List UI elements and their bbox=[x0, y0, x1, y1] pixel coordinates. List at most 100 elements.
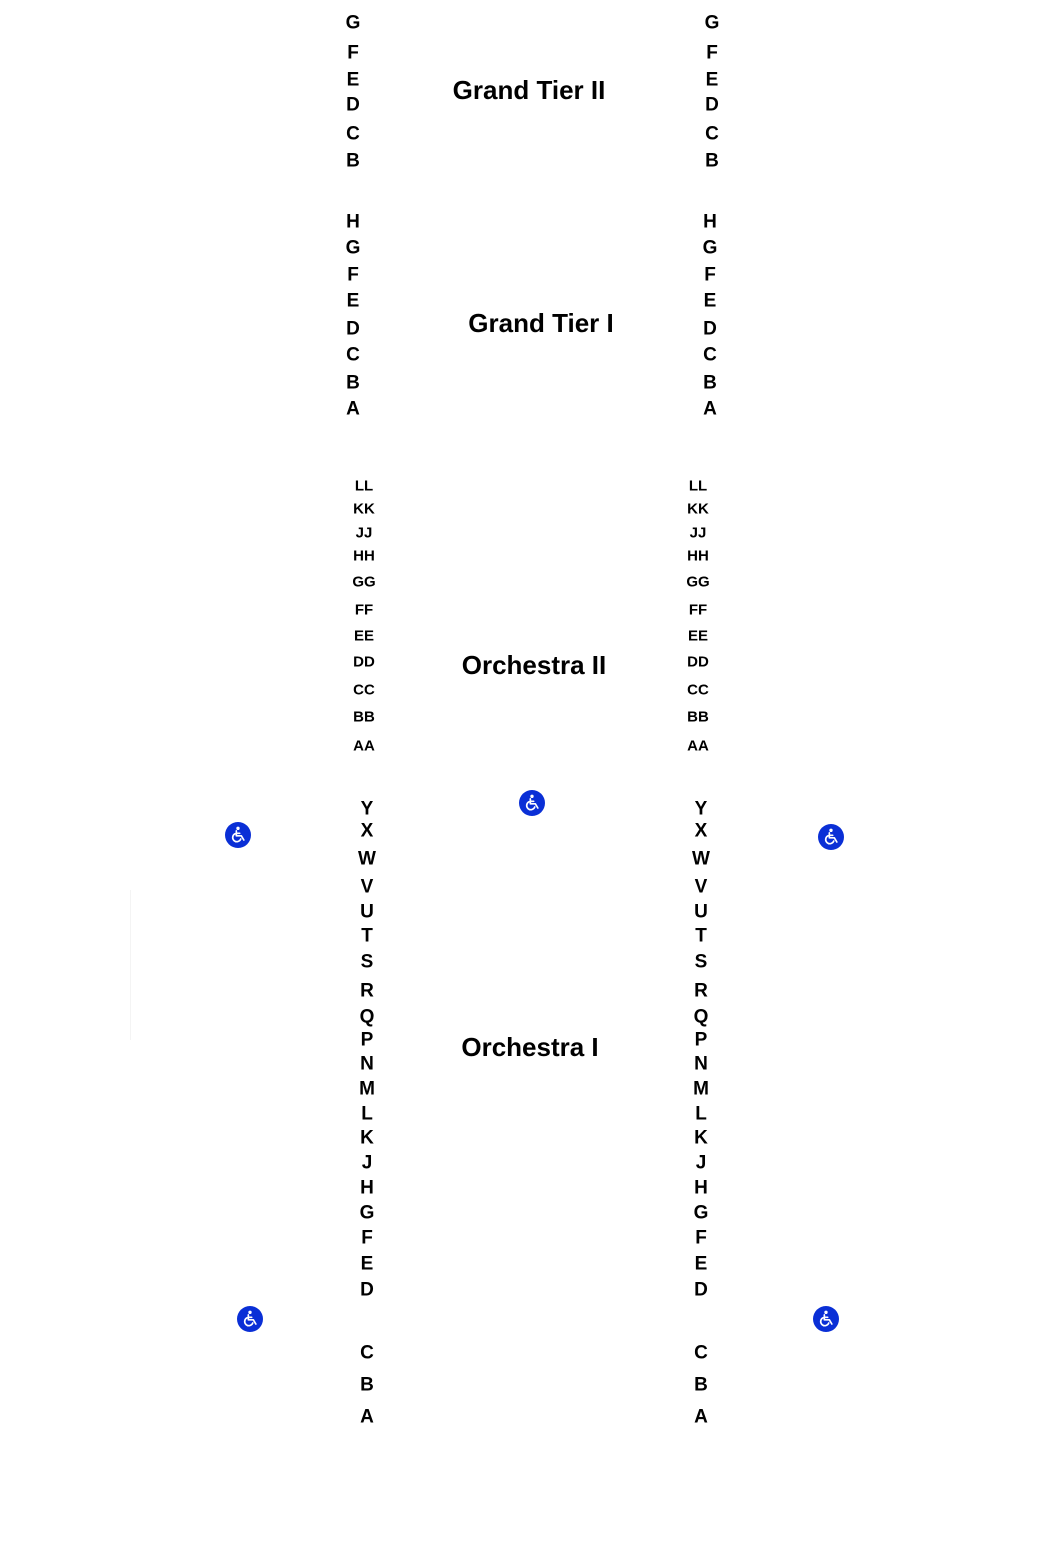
row-label-grand-tier-2-left: D bbox=[346, 94, 360, 116]
row-label-orchestra-2-right: CC bbox=[687, 681, 709, 699]
row-label-orchestra-1-right: C bbox=[694, 1342, 708, 1364]
row-label-grand-tier-2-right: F bbox=[706, 42, 718, 64]
row-label-grand-tier-1-right: A bbox=[703, 398, 717, 420]
row-label-orchestra-1-right: Y bbox=[694, 798, 708, 820]
row-label-orchestra-2-left: LL bbox=[354, 477, 374, 495]
row-label-orchestra-1-right: D bbox=[694, 1279, 708, 1301]
row-label-orchestra-1-right: P bbox=[694, 1029, 708, 1051]
row-label-orchestra-1-left: S bbox=[360, 951, 374, 973]
row-label-orchestra-1-right: L bbox=[695, 1103, 707, 1125]
row-label-orchestra-2-left: FF bbox=[354, 601, 374, 619]
row-label-orchestra-2-right: BB bbox=[687, 708, 709, 726]
row-label-grand-tier-2-right: G bbox=[704, 12, 720, 34]
row-label-orchestra-1-left: L bbox=[361, 1103, 373, 1125]
row-label-orchestra-1-right: U bbox=[694, 901, 708, 923]
row-label-orchestra-2-right: DD bbox=[687, 653, 709, 671]
row-label-orchestra-1-right: T bbox=[695, 925, 707, 947]
row-label-grand-tier-2-right: E bbox=[705, 69, 719, 91]
row-label-orchestra-1-left: G bbox=[359, 1202, 375, 1224]
row-label-grand-tier-2-right: D bbox=[705, 94, 719, 116]
row-label-grand-tier-1-left: F bbox=[347, 264, 359, 286]
wheelchair-icon[interactable] bbox=[519, 790, 545, 816]
row-label-orchestra-1-left: U bbox=[360, 901, 374, 923]
row-label-orchestra-1-left: W bbox=[358, 848, 376, 870]
row-label-orchestra-1-left: C bbox=[360, 1342, 374, 1364]
row-label-orchestra-1-left: E bbox=[360, 1253, 374, 1275]
row-label-grand-tier-1-left: H bbox=[346, 211, 360, 233]
row-label-grand-tier-2-left: G bbox=[345, 12, 361, 34]
row-label-grand-tier-1-left: A bbox=[346, 398, 360, 420]
row-label-orchestra-2-left: KK bbox=[353, 500, 375, 518]
row-label-orchestra-1-left: P bbox=[360, 1029, 374, 1051]
row-label-orchestra-1-right: X bbox=[694, 820, 708, 842]
row-label-orchestra-2-left: AA bbox=[353, 737, 375, 755]
row-label-orchestra-1-left: X bbox=[360, 820, 374, 842]
row-label-orchestra-1-right: N bbox=[694, 1053, 708, 1075]
row-label-orchestra-1-right: G bbox=[693, 1202, 709, 1224]
row-label-grand-tier-2-left: C bbox=[346, 123, 360, 145]
row-label-orchestra-2-right: HH bbox=[687, 547, 709, 565]
section-title-grand-tier-1: Grand Tier I bbox=[468, 308, 614, 338]
row-label-grand-tier-1-right: G bbox=[702, 237, 718, 259]
row-label-grand-tier-1-left: B bbox=[346, 372, 360, 394]
row-label-grand-tier-2-left: E bbox=[346, 69, 360, 91]
row-label-orchestra-1-left: N bbox=[360, 1053, 374, 1075]
row-label-orchestra-1-right: H bbox=[694, 1177, 708, 1199]
row-label-orchestra-2-left: DD bbox=[353, 653, 375, 671]
row-label-orchestra-2-right: GG bbox=[686, 573, 710, 591]
section-title-grand-tier-2: Grand Tier II bbox=[452, 75, 606, 105]
row-label-grand-tier-1-left: C bbox=[346, 344, 360, 366]
row-label-orchestra-1-right: R bbox=[694, 980, 708, 1002]
row-label-orchestra-1-left: Y bbox=[360, 798, 374, 820]
row-label-orchestra-1-right: V bbox=[694, 876, 708, 898]
row-label-orchestra-2-right: AA bbox=[687, 737, 709, 755]
row-label-orchestra-1-right: K bbox=[694, 1127, 708, 1149]
row-label-orchestra-1-left: B bbox=[360, 1374, 374, 1396]
row-label-orchestra-1-left: K bbox=[360, 1127, 374, 1149]
row-label-orchestra-2-left: GG bbox=[352, 573, 376, 591]
row-label-orchestra-1-right: S bbox=[694, 951, 708, 973]
row-label-orchestra-1-left: M bbox=[359, 1078, 375, 1100]
row-label-grand-tier-1-left: E bbox=[346, 290, 360, 312]
row-label-orchestra-1-right: W bbox=[692, 848, 710, 870]
row-label-orchestra-1-left: V bbox=[360, 876, 374, 898]
row-label-orchestra-1-left: R bbox=[360, 980, 374, 1002]
row-label-grand-tier-2-right: C bbox=[705, 123, 719, 145]
row-label-orchestra-1-left: H bbox=[360, 1177, 374, 1199]
row-label-orchestra-1-right: Q bbox=[693, 1006, 709, 1028]
row-label-orchestra-2-right: LL bbox=[688, 477, 708, 495]
row-label-orchestra-2-right: EE bbox=[687, 627, 709, 645]
row-label-grand-tier-1-right: F bbox=[704, 264, 716, 286]
row-label-orchestra-1-left: J bbox=[361, 1152, 373, 1174]
row-label-grand-tier-1-right: H bbox=[703, 211, 717, 233]
row-label-grand-tier-1-right: C bbox=[703, 344, 717, 366]
row-label-orchestra-1-right: J bbox=[695, 1152, 707, 1174]
divider-line bbox=[130, 890, 131, 1040]
row-label-grand-tier-1-right: E bbox=[703, 290, 717, 312]
row-label-orchestra-1-right: A bbox=[694, 1406, 708, 1428]
row-label-orchestra-1-left: Q bbox=[359, 1006, 375, 1028]
row-label-orchestra-1-left: F bbox=[361, 1227, 373, 1249]
row-label-orchestra-2-right: FF bbox=[688, 601, 708, 619]
section-title-orchestra-1: Orchestra I bbox=[461, 1032, 599, 1062]
row-label-orchestra-1-right: B bbox=[694, 1374, 708, 1396]
row-label-grand-tier-1-left: D bbox=[346, 318, 360, 340]
row-label-orchestra-2-left: EE bbox=[353, 627, 375, 645]
row-label-orchestra-1-left: T bbox=[361, 925, 373, 947]
row-label-grand-tier-1-left: G bbox=[345, 237, 361, 259]
row-label-orchestra-2-left: HH bbox=[353, 547, 375, 565]
row-label-orchestra-1-left: A bbox=[360, 1406, 374, 1428]
row-label-orchestra-1-right: E bbox=[694, 1253, 708, 1275]
section-title-orchestra-2: Orchestra II bbox=[461, 650, 607, 680]
wheelchair-icon[interactable] bbox=[237, 1306, 263, 1332]
row-label-orchestra-1-left: D bbox=[360, 1279, 374, 1301]
row-label-orchestra-1-right: M bbox=[693, 1078, 709, 1100]
row-label-grand-tier-2-left: B bbox=[346, 150, 360, 172]
row-label-orchestra-2-left: CC bbox=[353, 681, 375, 699]
row-label-orchestra-2-left: BB bbox=[353, 708, 375, 726]
wheelchair-icon[interactable] bbox=[818, 824, 844, 850]
row-label-grand-tier-1-right: B bbox=[703, 372, 717, 394]
row-label-orchestra-2-right: JJ bbox=[689, 524, 707, 542]
wheelchair-icon[interactable] bbox=[225, 822, 251, 848]
wheelchair-icon[interactable] bbox=[813, 1306, 839, 1332]
